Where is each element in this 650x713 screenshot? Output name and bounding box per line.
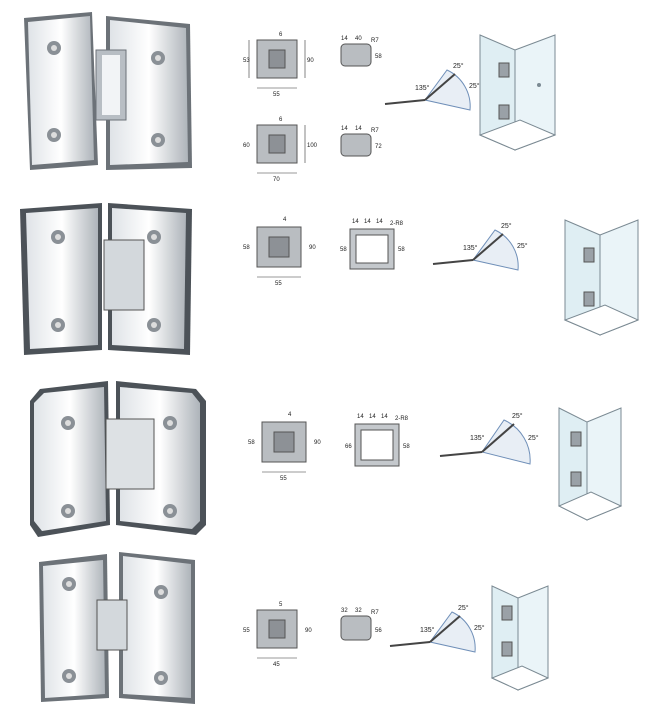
- dim-top-right: 40: [355, 36, 362, 42]
- dim-corner: 2-R8: [390, 221, 404, 227]
- product-row-2: 4 58 90 55 14 14 14 2-R8 58 58 135° 25° …: [0, 185, 650, 365]
- dim-t1: 14: [352, 219, 359, 225]
- glass-to-glass-hinge-icon: [24, 12, 192, 170]
- product-row-1: 6 53 90 55 14 40 R7 58 6 60 100 70 14 14…: [0, 0, 650, 185]
- dim-left: 58: [243, 245, 250, 251]
- angle-a: 25°: [453, 62, 464, 70]
- dim-top: 4: [283, 217, 287, 223]
- angle-b: 25°: [517, 242, 528, 250]
- dim-t2: 14: [369, 414, 376, 420]
- cross-section-icon: 14 40 R7 58: [340, 36, 382, 67]
- cross-section-icon: 14 14 R7 72: [340, 126, 382, 157]
- cross-section-icon: 14 14 14 2-R8 58 58: [340, 219, 405, 270]
- dim-side: 58: [375, 54, 382, 60]
- angle-diagram-icon: 135° 25° 25°: [432, 222, 528, 271]
- dim-top-right: 14: [355, 126, 362, 132]
- shower-installation-icon: [490, 585, 550, 691]
- angle-diagram-icon: 135° 25° 25°: [389, 604, 485, 653]
- dim-bottom: 55: [280, 476, 287, 482]
- dimension-front-diagram: 4 58 90 55: [243, 217, 316, 287]
- dim-left: 60: [243, 143, 250, 149]
- angle-main: 135°: [463, 244, 478, 252]
- angle-b: 25°: [474, 624, 485, 632]
- dim-right: 90: [314, 440, 321, 446]
- shower-installation-icon: [563, 219, 640, 336]
- angle-main: 135°: [415, 84, 430, 92]
- dim-bottom: 45: [273, 662, 280, 668]
- angle-diagram-icon: 135° 25° 25°: [439, 412, 539, 465]
- angle-a: 25°: [458, 604, 469, 612]
- dim-t2: 14: [364, 219, 371, 225]
- dim-right: 100: [307, 143, 318, 149]
- dim-top: 5: [279, 602, 283, 608]
- dim-side: 72: [375, 144, 382, 150]
- dim-top: 4: [288, 412, 292, 418]
- cross-section-icon: 32 32 R7 56: [340, 608, 382, 641]
- dim-left: 55: [243, 628, 250, 634]
- shower-installation-icon: [557, 407, 623, 521]
- dim-top: 6: [279, 117, 283, 123]
- dim-bottom: 70: [273, 177, 280, 183]
- dim-corner: R7: [371, 38, 379, 44]
- dim-top: 6: [279, 32, 283, 38]
- dim-right: 58: [398, 247, 405, 253]
- dim-bottom: 55: [275, 281, 282, 287]
- dim-corner: R7: [371, 128, 379, 134]
- dim-top-left: 14: [341, 36, 348, 42]
- dim-left: 53: [243, 58, 250, 64]
- product-row-3: 4 58 90 55 14 14 14 2-R8 66 58 135° 25° …: [0, 365, 650, 540]
- dim-top-right: 32: [355, 608, 362, 614]
- dimension-front-diagram: 5 55 90 45: [243, 602, 312, 668]
- dim-t1: 14: [357, 414, 364, 420]
- dim-t3: 14: [376, 219, 383, 225]
- dim-right: 90: [309, 245, 316, 251]
- glass-to-glass-hinge-icon: [30, 381, 206, 537]
- dimension-front-diagram: 6 53 90 55: [243, 32, 314, 98]
- dim-right: 58: [403, 444, 410, 450]
- dim-top-left: 32: [341, 608, 348, 614]
- angle-main: 135°: [470, 434, 485, 442]
- dim-right: 90: [307, 58, 314, 64]
- dim-t3: 14: [381, 414, 388, 420]
- dim-left: 66: [345, 444, 352, 450]
- cross-section-icon: 14 14 14 2-R8 66 58: [345, 414, 410, 467]
- angle-a: 25°: [501, 222, 512, 230]
- dim-corner: 2-R8: [395, 416, 409, 422]
- angle-a: 25°: [512, 412, 523, 420]
- dim-top-left: 14: [341, 126, 348, 132]
- angle-b: 25°: [528, 434, 539, 442]
- product-row-4: 5 55 90 45 32 32 R7 56 135° 25° 25°: [0, 540, 650, 713]
- angle-diagram-icon: 135° 25° 25°: [384, 62, 480, 111]
- angle-main: 135°: [420, 626, 435, 634]
- dim-left: 58: [248, 440, 255, 446]
- glass-to-glass-hinge-icon: [39, 552, 195, 704]
- dim-corner: R7: [371, 610, 379, 616]
- dim-right: 90: [305, 628, 312, 634]
- glass-to-glass-hinge-icon: [20, 203, 192, 355]
- dimension-front-diagram: 6 60 100 70: [243, 117, 318, 183]
- dim-side: 56: [375, 628, 382, 634]
- dimension-front-diagram: 4 58 90 55: [248, 412, 321, 482]
- shower-installation-icon: [478, 34, 557, 151]
- dim-bottom: 55: [273, 92, 280, 98]
- angle-b: 25°: [469, 82, 480, 90]
- dim-left: 58: [340, 247, 347, 253]
